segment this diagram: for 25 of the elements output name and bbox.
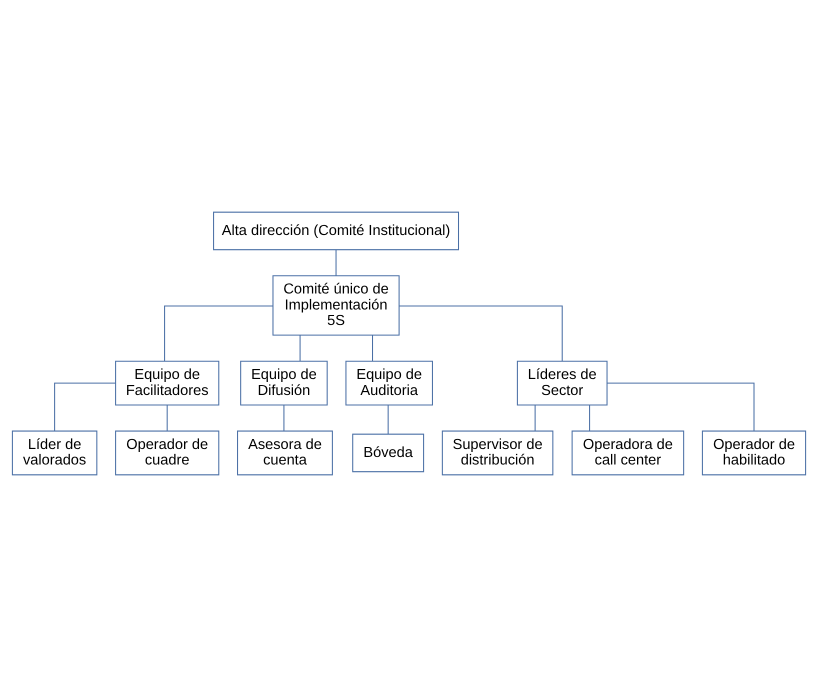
node-box: Supervisor de distribución (442, 430, 554, 475)
connector (372, 334, 374, 360)
node-box: Equipo de Difusión (240, 360, 328, 406)
node-box: Alta dirección (Comité Institucional) (213, 211, 460, 250)
connector (54, 382, 116, 430)
node-box: Líderes de Sector (516, 360, 608, 406)
connector (607, 382, 755, 430)
connector (589, 404, 590, 430)
connector (388, 404, 389, 434)
connector (166, 404, 168, 430)
connector (164, 304, 273, 361)
connector (534, 404, 536, 430)
node-box: Equipo de Auditoria (345, 360, 433, 406)
node-box: Bóveda (352, 433, 424, 472)
connector (283, 404, 284, 430)
connector (399, 304, 563, 361)
node-box: Operadora de call center (572, 430, 684, 475)
node-box: Comité único de Implementación 5S (272, 274, 400, 336)
node-box: Equipo de Facilitadores (115, 360, 220, 406)
node-box: Operador de cuadre (115, 430, 220, 475)
node-box: Operador de habilitado (702, 430, 806, 475)
node-box: Líder de valorados (12, 430, 98, 475)
connector (336, 249, 337, 276)
node-box: Asesora de cuenta (237, 430, 333, 475)
connector (300, 334, 301, 360)
